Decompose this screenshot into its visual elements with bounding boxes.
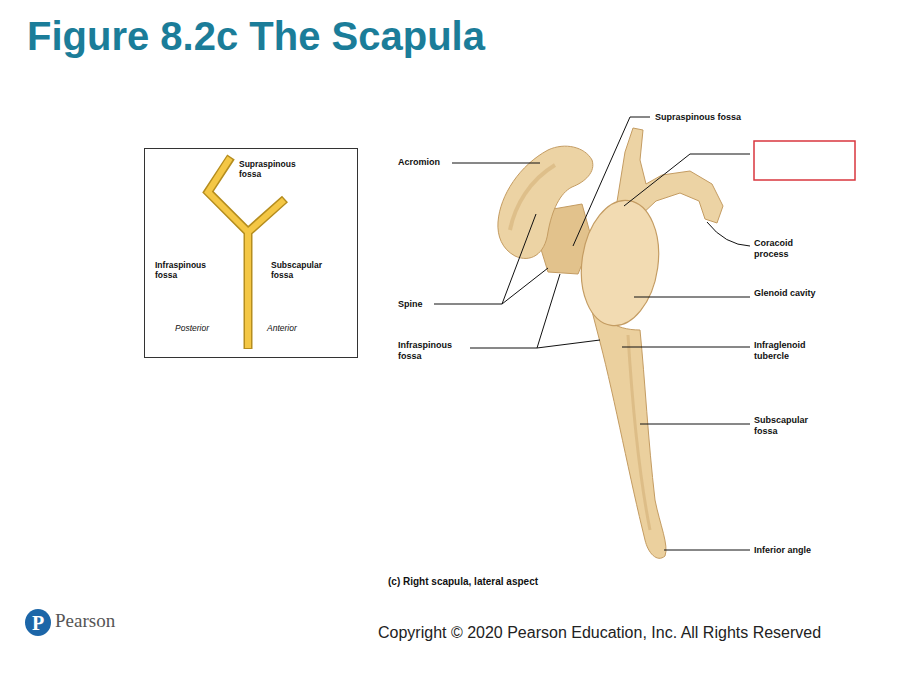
leader-line [502, 268, 548, 304]
section-fill [208, 158, 284, 348]
section-outline [208, 157, 285, 349]
leader-line [622, 347, 750, 348]
part-label: Acromion [398, 157, 440, 168]
leader-line [707, 222, 750, 246]
bone-shading [628, 335, 650, 530]
part-label: Glenoid cavity [754, 288, 820, 299]
inset-label: Infraspinous fossa [155, 260, 217, 280]
part-label: Coracoid process [754, 238, 820, 259]
copyright-note: Copyright © 2020 Pearson Education, Inc.… [378, 624, 821, 642]
inset-label: Supraspinous fossa [239, 159, 301, 179]
part-label: Infraspinous fossa [398, 340, 464, 361]
part-label: Infraglenoid tubercle [754, 340, 820, 361]
slide-title: Figure 8.2c The Scapula [27, 14, 485, 59]
leader-line [573, 117, 650, 246]
leader-line [452, 163, 540, 164]
inset-label: Anterior [267, 323, 297, 333]
leader-lines [434, 117, 750, 550]
inset-box: Supraspinous fossaInfraspinous fossa Subs… [144, 148, 358, 358]
figure-caption: (c) Right scapula, lateral aspect [388, 576, 538, 587]
logo-circle: P [25, 609, 51, 636]
part-label: Inferior angle [754, 545, 811, 556]
scapula-body [588, 296, 666, 558]
inset-label: Posterior [175, 323, 209, 333]
answer-box [754, 141, 855, 180]
logo-letter: P [32, 613, 44, 633]
leader-line [470, 348, 537, 349]
leader-line [537, 274, 560, 348]
glenoid-shape [574, 195, 667, 330]
part-label: Subscapular fossa [754, 415, 820, 436]
leader-line [537, 340, 600, 348]
brand-name: Pearson [55, 610, 115, 632]
leader-line [664, 550, 750, 551]
part-label: Supraspinous fossa [655, 112, 741, 123]
leader-line [624, 154, 750, 206]
leader-line [634, 297, 750, 298]
leader-line [434, 304, 502, 305]
leader-line [640, 424, 750, 425]
bone-shading [510, 165, 555, 230]
part-label: Spine [398, 299, 423, 310]
inset-label: Subscapular fossa [271, 260, 333, 280]
